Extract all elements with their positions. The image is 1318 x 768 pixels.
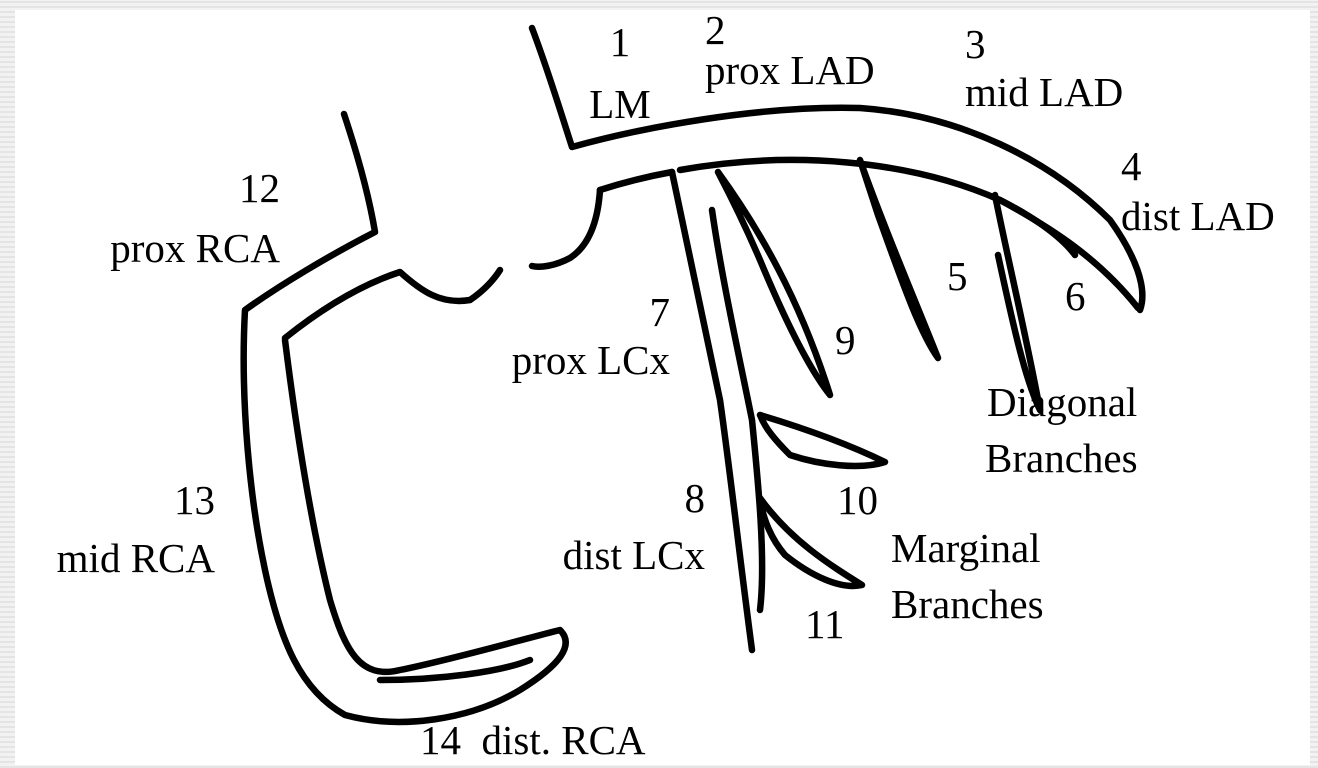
- diagonal-branch-6: [995, 195, 1040, 410]
- segment-13-number: 13: [135, 480, 215, 520]
- segment-2-name: prox LAD: [705, 50, 875, 90]
- segment-10-number: 10: [837, 480, 878, 520]
- segment-3-name: mid LAD: [965, 72, 1123, 112]
- segment-12-number: 12: [195, 168, 280, 208]
- segment-6-number: 6: [1065, 276, 1086, 316]
- diagonal-branch-6-stem: [1000, 200, 1075, 255]
- marginal-branches-label-line2: Branches: [891, 584, 1044, 624]
- rca-inner-wall: [285, 270, 500, 338]
- branch-9: [718, 172, 830, 395]
- diagonal-branches-label-line1: Diagonal: [987, 382, 1137, 422]
- lcx-loop: [532, 190, 600, 267]
- segment-12-name: prox RCA: [55, 228, 280, 268]
- diagram-canvas: 1 LM 2 prox LAD 3 mid LAD 4 dist LAD 5 6…: [15, 10, 1310, 765]
- segment-1-number: 1: [590, 22, 650, 62]
- segment-14-label: 14 dist. RCA: [420, 720, 646, 760]
- segment-1-name: LM: [570, 84, 670, 124]
- diagonal-branches-label-line2: Branches: [985, 438, 1138, 478]
- diagonal-branch-5: [860, 160, 938, 358]
- segment-2-number: 2: [705, 10, 726, 50]
- lcx-origin: [600, 172, 672, 190]
- segment-9-number: 9: [835, 320, 856, 360]
- segment-5-number: 5: [947, 256, 968, 296]
- segment-7-name: prox LCx: [455, 340, 670, 380]
- segment-11-number: 11: [805, 604, 844, 644]
- segment-7-number: 7: [615, 292, 670, 332]
- marginal-branches-label-line1: Marginal: [891, 528, 1041, 568]
- branch-10: [760, 415, 885, 466]
- segment-13-name: mid RCA: [15, 538, 215, 578]
- segment-14-name: dist. RCA: [482, 717, 646, 763]
- segment-14-number: 14: [420, 717, 461, 763]
- segment-4-name: dist LAD: [1121, 196, 1275, 236]
- segment-8-number: 8: [615, 478, 705, 518]
- rca-outer-wall: [244, 114, 566, 722]
- segment-8-name: dist LCx: [505, 535, 705, 575]
- lcx-prox-wall: [672, 172, 752, 650]
- segment-4-number: 4: [1121, 146, 1142, 186]
- segment-3-number: 3: [965, 24, 986, 64]
